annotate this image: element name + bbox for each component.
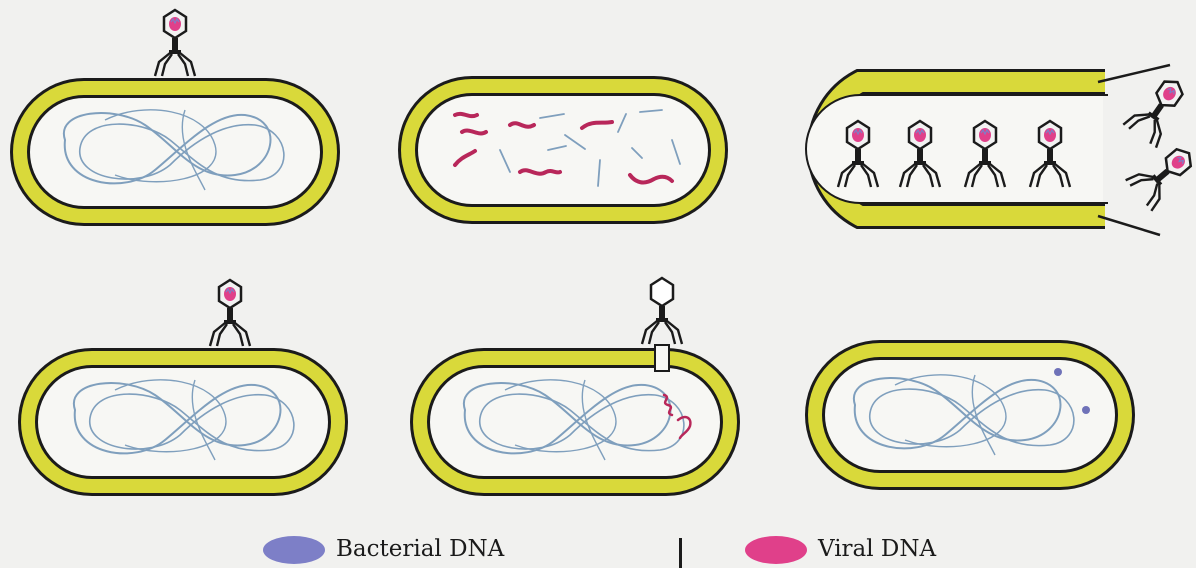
cell-lysis-release-cell: [806, 65, 1196, 235]
bacteriophage-icon: [155, 10, 195, 76]
phage-attachment-cell: [10, 10, 340, 226]
integrated-dna-marker: [1054, 368, 1062, 376]
viral-dna-integrated-cell: [805, 340, 1135, 490]
released-phage-icon: [1126, 138, 1196, 211]
bacteriophage-icon: [210, 280, 250, 346]
phage-attached-cell: [18, 280, 348, 496]
viral-dna-injection-cell: [410, 278, 740, 496]
integrated-dna-marker: [1082, 406, 1090, 414]
bacterial-dna-swatch: [263, 536, 325, 564]
viral-dna-swatch: [745, 536, 807, 564]
legend-divider: [679, 538, 682, 568]
released-phage-icon: [1123, 71, 1194, 148]
bacterial-dna-label: Bacterial DNA: [336, 536, 504, 562]
viral-dna-replication-cell: [398, 76, 728, 224]
empty-phage-icon: [642, 278, 682, 344]
viral-dna-label: Viral DNA: [818, 536, 936, 562]
